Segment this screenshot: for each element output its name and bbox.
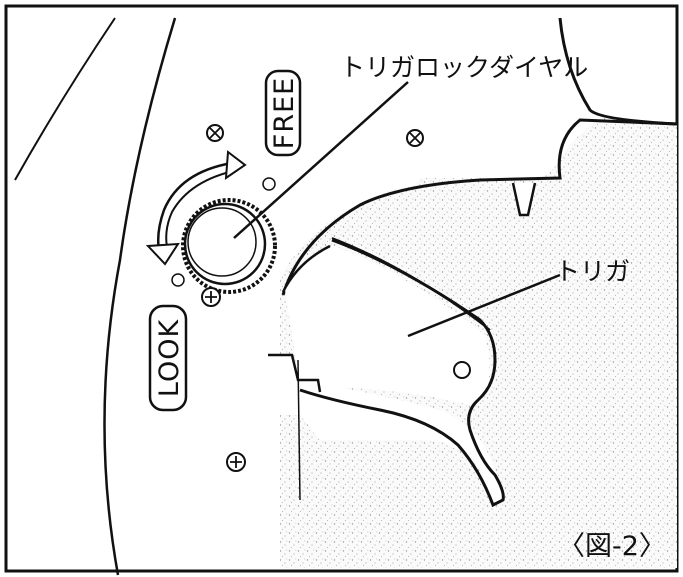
trigger-top-edge (331, 237, 491, 331)
trigger-outline (299, 238, 505, 508)
trigger-face (285, 245, 490, 405)
rotation-arrow-head-bottom (145, 242, 180, 266)
trigger-leader-line (407, 273, 561, 338)
trigger-pivot-pin (453, 361, 471, 379)
free-label: FREE (264, 69, 302, 157)
trigger-callout-label: トリガ (555, 257, 630, 286)
screw-icon (206, 124, 224, 142)
lock-position-indicator (171, 273, 185, 287)
free-position-indicator (262, 177, 276, 191)
svg-text:FREE: FREE (269, 77, 300, 149)
trigger-step-2 (297, 359, 301, 501)
rotation-arrow-head-top (224, 150, 247, 181)
lock-label: LOOK (148, 304, 188, 412)
figure-number: 〈図-2〉 (558, 531, 666, 562)
screw-icon (226, 452, 246, 472)
body-edge-curve-2 (103, 17, 177, 576)
screw-icon (406, 129, 424, 147)
trigger-face-edge (281, 244, 331, 293)
svg-text:LOOK: LOOK (154, 319, 185, 398)
rotation-arrow-icon (156, 161, 233, 256)
housing-tab (511, 182, 537, 217)
housing-curve (281, 118, 678, 296)
body-edge-curve-1 (14, 17, 116, 181)
rotation-arrow-icon (165, 169, 239, 253)
dial-leader-line (233, 81, 409, 239)
screw-icon (201, 287, 221, 307)
trigger-body (268, 355, 505, 505)
dial-callout-label: トリガロックダイヤル (340, 53, 588, 82)
